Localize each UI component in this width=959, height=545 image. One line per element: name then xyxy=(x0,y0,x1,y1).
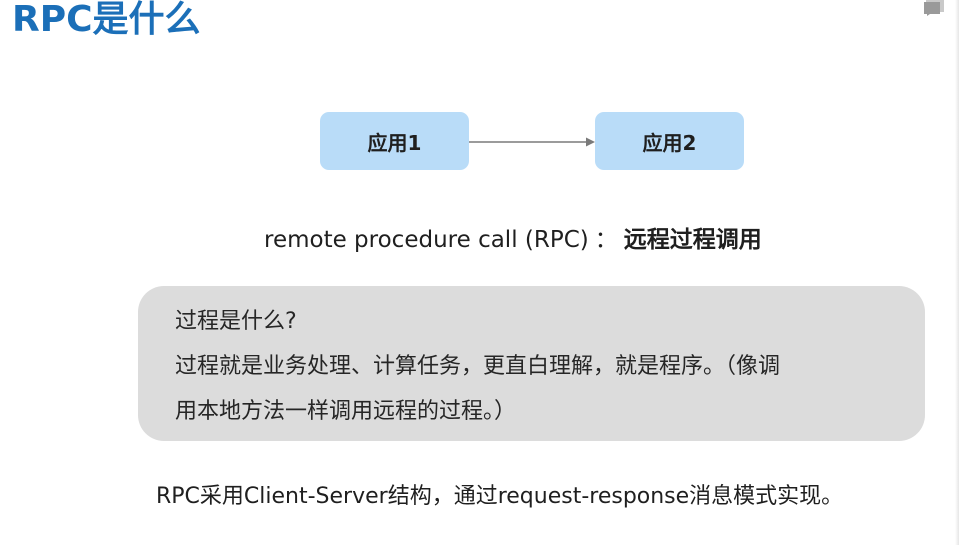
rpc-definition: remote procedure call (RPC)：远程过程调用 xyxy=(264,222,762,258)
callout-answer-line2: 用本地方法一样调用远程的过程。） xyxy=(175,399,517,424)
rpc-chinese: 远程过程调用 xyxy=(623,227,762,253)
rpc-separator: ： xyxy=(594,227,618,253)
callout-answer-line1: 过程就是业务处理、计算任务，更直白理解，就是程序。（像调 xyxy=(175,354,781,379)
arrow-right-icon xyxy=(469,137,595,147)
app2-box: 应用2 xyxy=(595,112,744,170)
app1-label: 应用1 xyxy=(367,130,422,155)
app1-box: 应用1 xyxy=(320,112,469,170)
callout-question: 过程是什么? xyxy=(175,309,297,334)
summary-text: RPC采用Client-Server结构，通过request-response消… xyxy=(156,484,844,509)
rpc-term: remote procedure call (RPC) xyxy=(264,227,589,253)
slide-edge xyxy=(955,0,959,545)
callout-box xyxy=(138,286,925,441)
comment-icon[interactable] xyxy=(924,0,946,16)
slide-title: RPC是什么 xyxy=(12,0,201,40)
app2-label: 应用2 xyxy=(642,130,697,155)
